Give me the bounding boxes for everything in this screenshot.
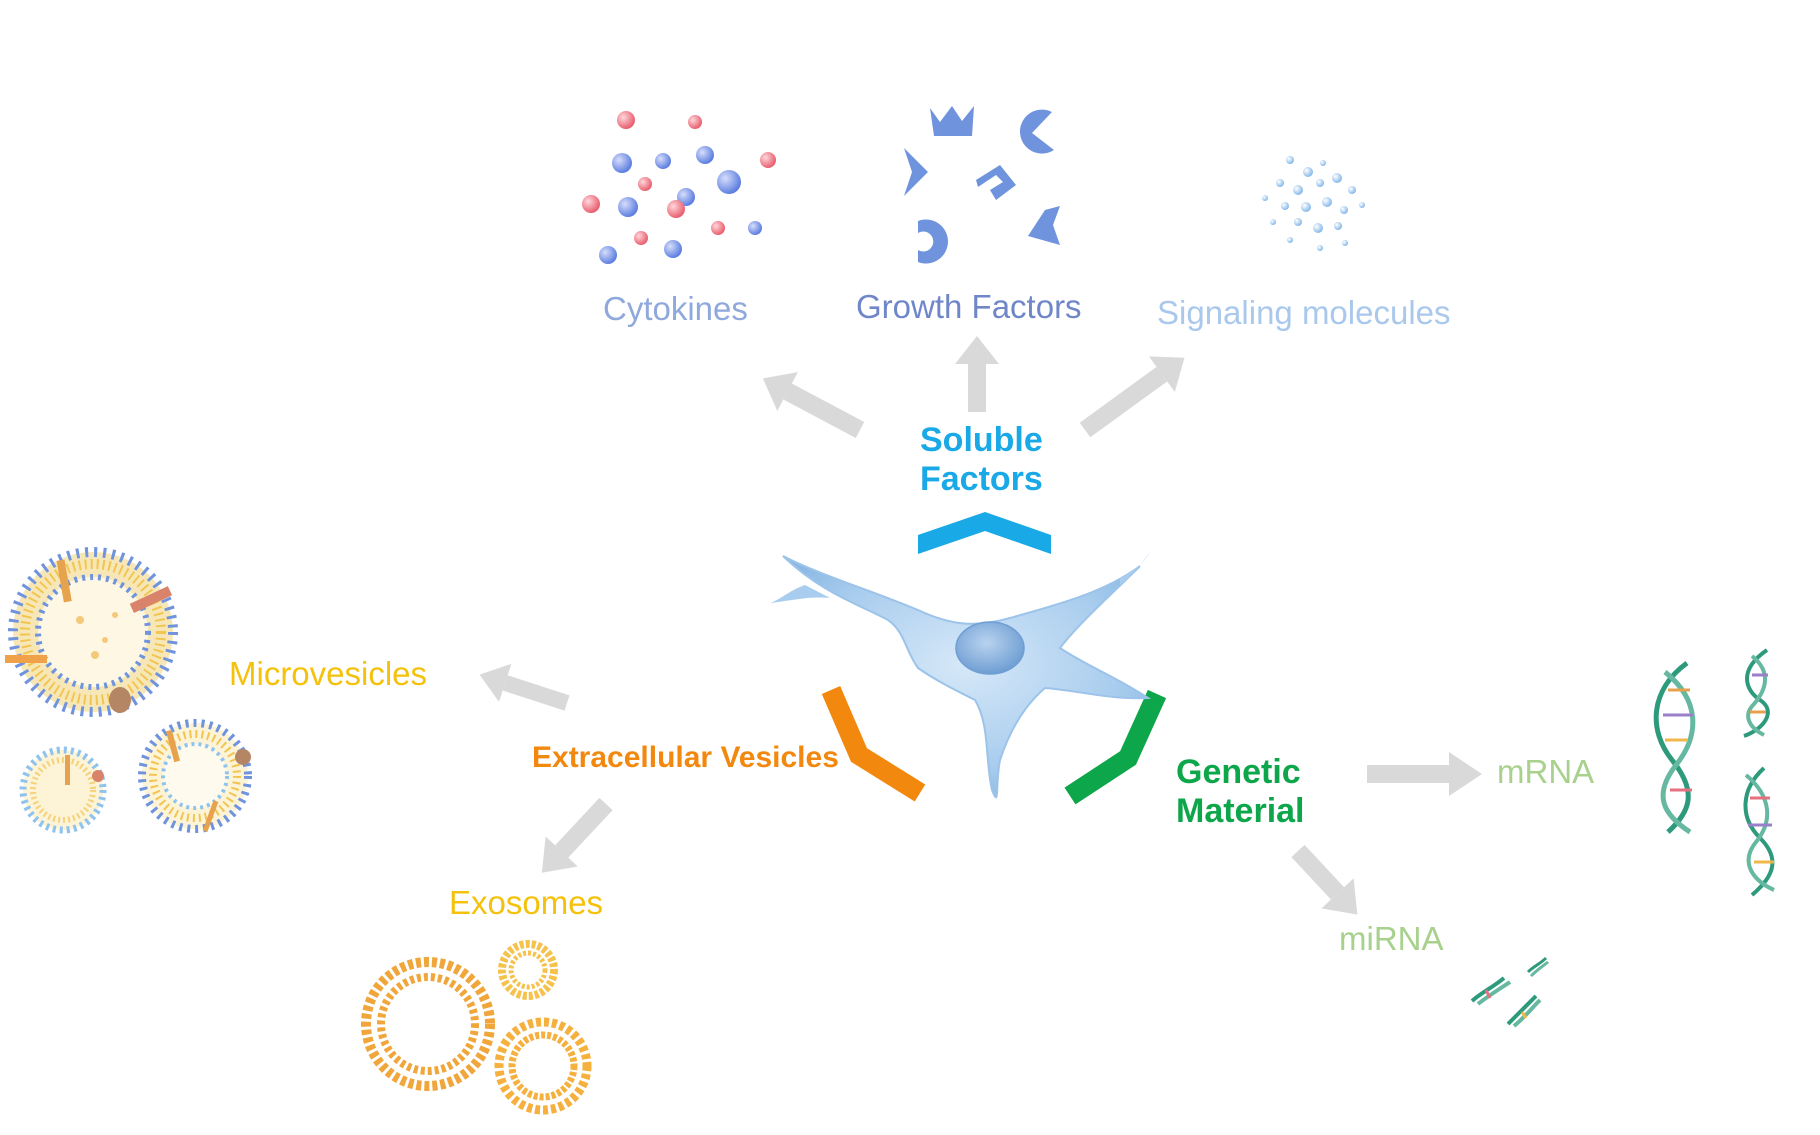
soluble-factors-label: Soluble Factors (920, 421, 1043, 499)
growth-factors-label: Growth Factors (856, 288, 1082, 325)
genetic-line2: Material (1176, 792, 1305, 830)
soluble-line2: Factors (920, 460, 1043, 498)
exosome-icon (361, 940, 592, 1115)
arrow-to-growth-factors (955, 336, 999, 412)
exosomes-label: Exosomes (449, 884, 604, 921)
extracellular-vesicles-label: Extracellular Vesicles (532, 741, 839, 774)
signaling-molecules-label: Signaling molecules (1157, 294, 1451, 331)
soluble-line1: Soluble (920, 421, 1043, 459)
mrna-label: mRNA (1497, 753, 1595, 790)
microvesicles-label: Microvesicles (229, 655, 428, 692)
microvesicle-icon (5, 547, 252, 834)
arrows (479, 336, 1482, 915)
cytokine-particles-icon (582, 111, 776, 264)
genetic-chevron (1064, 689, 1167, 805)
cytokines-label: Cytokines (603, 290, 748, 327)
arrow-to-signaling (1079, 356, 1185, 438)
vesicles-chevron (821, 686, 926, 802)
arrow-to-mirna (1291, 844, 1358, 915)
arrow-to-cytokines (762, 372, 865, 438)
mirna-fragments-icon (1470, 956, 1549, 1028)
genetic-line1: Genetic (1176, 753, 1301, 791)
arrow-to-microvesicles (479, 663, 570, 711)
mirna-label: miRNA (1339, 920, 1444, 957)
arrow-to-mrna (1367, 752, 1482, 796)
mrna-helix-icon (1653, 648, 1775, 897)
genetic-material-label: Genetic Material (1176, 753, 1305, 831)
stem-cell-icon (770, 552, 1152, 799)
growth-factor-shapes-icon (904, 106, 1060, 264)
arrow-to-exosomes (541, 797, 613, 873)
soluble-chevron (918, 512, 1051, 554)
signaling-dots-icon (1262, 156, 1365, 251)
